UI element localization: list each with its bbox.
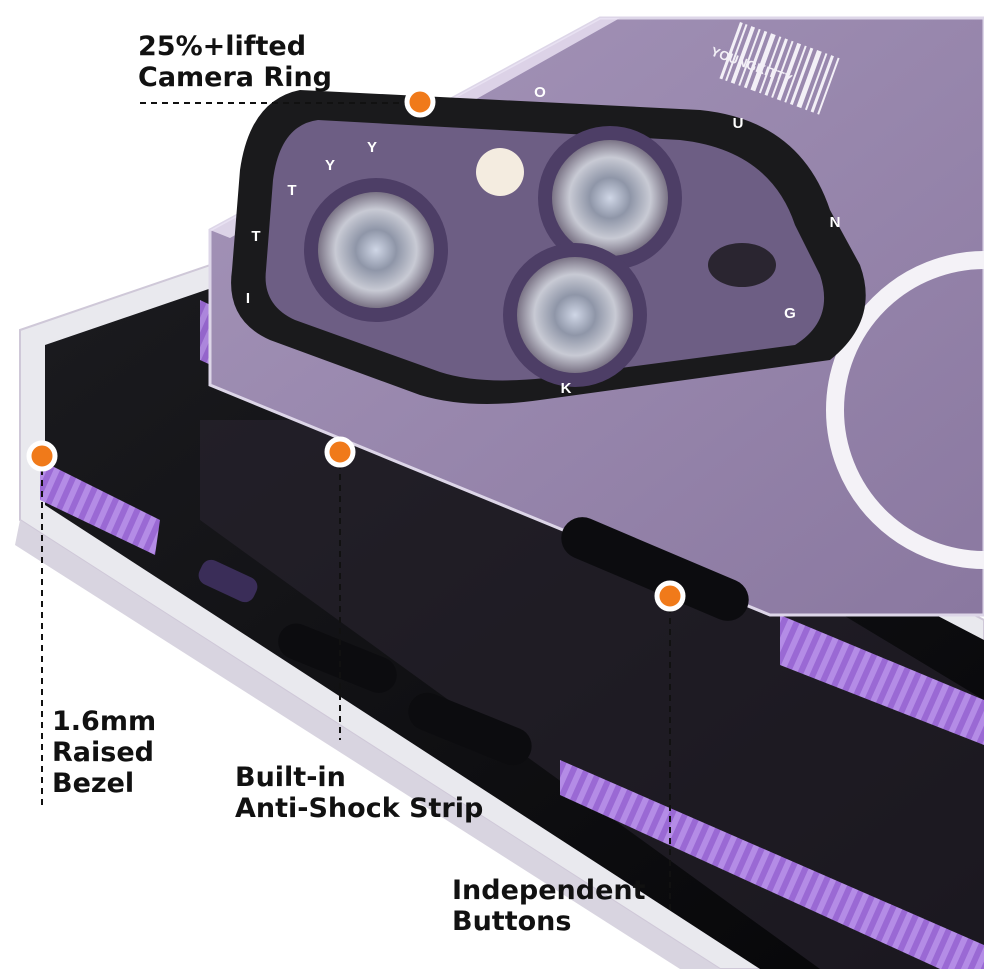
lens-left: [304, 178, 448, 322]
callout-text: Buttons: [452, 906, 572, 937]
side-buttons: [198, 517, 749, 766]
mute-switch: [198, 559, 258, 603]
callout-anti-shock-strip: Built-in Anti-Shock Strip: [235, 762, 483, 824]
marker-dot: [654, 580, 686, 612]
power-button: [561, 517, 749, 621]
ring-letter: I: [246, 290, 250, 307]
callout-text: Camera Ring: [138, 62, 333, 93]
camera-module: Y O U N G K I T T Y: [231, 84, 866, 404]
ring-letter: U: [733, 115, 744, 132]
ring-letter: T: [287, 182, 296, 199]
callout-bezel: 1.6mm Raised Bezel: [52, 706, 156, 799]
ring-letter: T: [251, 228, 260, 245]
callout-text: Built-in: [235, 762, 346, 793]
lower-phone: [15, 246, 984, 969]
magsafe-ring: [826, 251, 984, 569]
marker-dot: [324, 436, 356, 468]
callout-text: Anti-Shock Strip: [235, 793, 484, 824]
ring-letter: Y: [367, 139, 377, 156]
lens-bottom: [503, 243, 647, 387]
ring-letter: O: [534, 84, 546, 101]
callout-text: 25%+lifted: [138, 31, 307, 62]
callout-text: 1.6mm: [52, 706, 157, 737]
lens-top: [538, 126, 682, 270]
volume-up-button: [278, 623, 397, 693]
ring-letter: Y: [325, 157, 335, 174]
callout-independent-buttons: Independent Buttons: [452, 875, 646, 937]
barcode: [719, 22, 840, 115]
marker-dot: [404, 86, 436, 118]
flash: [476, 148, 524, 196]
ring-letter: N: [830, 214, 841, 231]
marker-dot: [26, 440, 58, 472]
callout-camera-ring: 25%+lifted Camera Ring: [138, 31, 332, 93]
ring-letter: K: [561, 380, 572, 397]
callout-text: Bezel: [52, 768, 135, 799]
volume-down-button: [408, 692, 532, 766]
callout-text: Raised: [52, 737, 154, 768]
callout-text: Independent: [452, 875, 646, 906]
callout-markers: [26, 86, 686, 612]
ring-letter: G: [784, 305, 796, 322]
lidar-sensor: [708, 243, 776, 287]
